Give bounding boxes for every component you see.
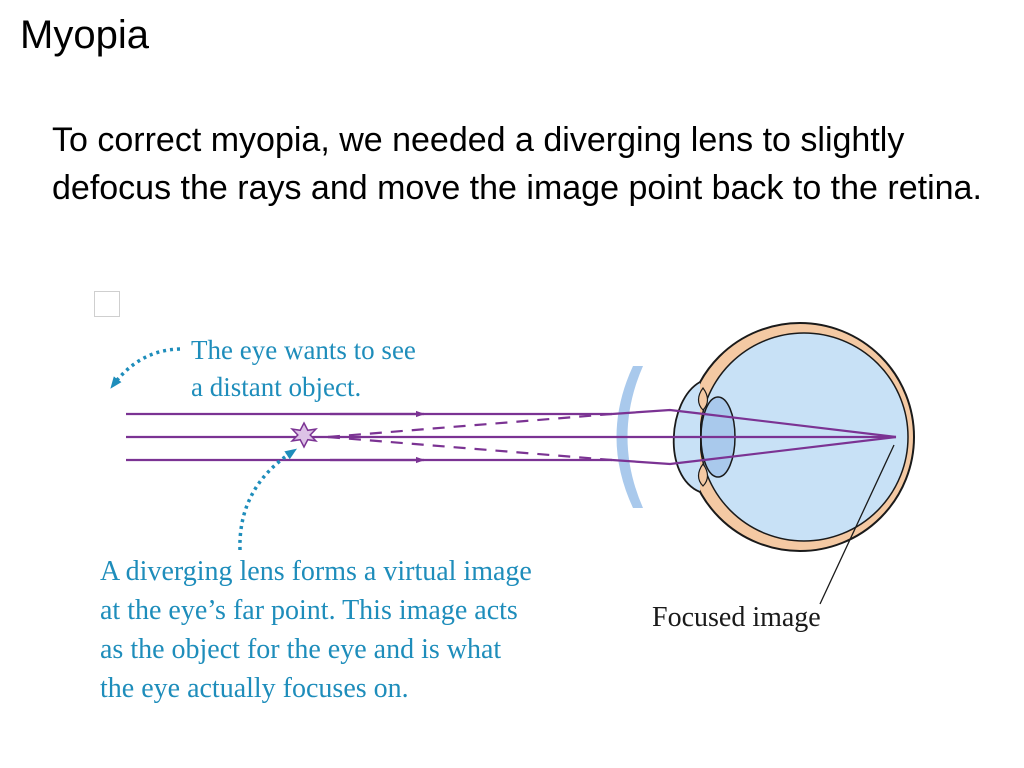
annotation-arrow-top — [110, 347, 181, 389]
diverging-lens — [616, 366, 643, 508]
ray-top-refracted — [611, 408, 897, 439]
virtual-ray-bottom — [327, 435, 613, 462]
focused-image-pointer — [819, 444, 895, 605]
eye-iris-bottom — [697, 462, 709, 487]
caption-top: The eye wants to see a distant object. — [191, 335, 423, 402]
caption-bottom-line: at the eye’s far point. This image acts — [100, 595, 518, 626]
caption-bottom-line: as the object for the eye and is what — [100, 634, 501, 665]
virtual-ray-top — [327, 412, 613, 439]
caption-top-line: The eye wants to see — [191, 335, 416, 365]
caption-bottom-line: A diverging lens forms a virtual image — [100, 556, 532, 587]
eye-iris-top — [697, 386, 709, 411]
caption-bottom: A diverging lens forms a virtual image a… — [100, 556, 539, 704]
slide-body-text: To correct myopia, we needed a diverging… — [52, 121, 982, 208]
caption-top-line: a distant object. — [191, 372, 361, 402]
focused-image-label: Focused image — [652, 602, 821, 633]
image-placeholder-box — [94, 291, 120, 317]
annotation-arrow-bottom — [238, 448, 297, 551]
virtual-image-star — [290, 421, 318, 449]
light-rays — [126, 408, 897, 466]
caption-bottom-line: the eye actually focuses on. — [100, 673, 409, 704]
ray-bottom-refracted — [611, 435, 897, 466]
slide-title: Myopia — [20, 13, 149, 57]
